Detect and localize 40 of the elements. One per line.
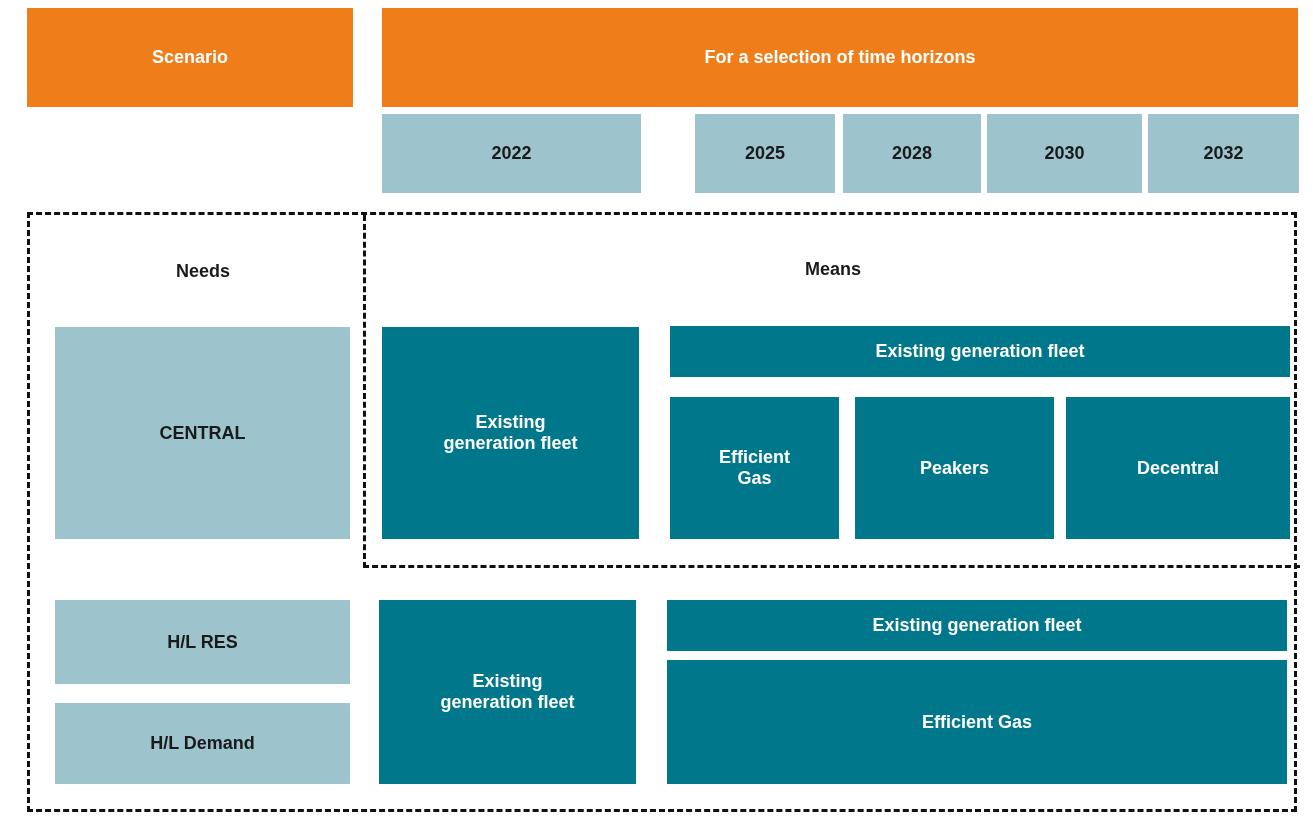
box-label: 2028 bbox=[891, 143, 932, 164]
means-box bbox=[670, 397, 839, 539]
box-label: Existing generation fleet bbox=[872, 615, 1082, 636]
box-label: CENTRAL bbox=[159, 422, 246, 444]
category-box bbox=[1148, 114, 1299, 193]
section-heading: Means bbox=[805, 259, 861, 280]
means-box bbox=[855, 397, 1054, 539]
dashed-frame bbox=[363, 215, 1300, 568]
category-box bbox=[382, 114, 641, 193]
category-box bbox=[843, 114, 981, 193]
category-box bbox=[55, 327, 350, 539]
category-box bbox=[987, 114, 1142, 193]
box-label: 2025 bbox=[744, 143, 785, 164]
category-box bbox=[695, 114, 835, 193]
box-label: Peakers bbox=[919, 457, 990, 479]
means-box bbox=[667, 600, 1287, 651]
box-label: 2030 bbox=[1044, 143, 1085, 164]
box-label: H/L Demand bbox=[150, 733, 255, 754]
box-label: Efficient Gas bbox=[922, 711, 1032, 733]
means-box bbox=[667, 660, 1287, 784]
means-box bbox=[1066, 397, 1290, 539]
dashed-frame bbox=[27, 212, 1297, 812]
means-box bbox=[670, 326, 1290, 377]
means-box bbox=[382, 327, 639, 539]
box-label: Existing generation fleet bbox=[439, 671, 576, 713]
box-label: 2022 bbox=[491, 143, 532, 164]
category-box bbox=[55, 600, 350, 684]
box-label: Scenario bbox=[151, 47, 228, 68]
section-heading: Needs bbox=[176, 260, 230, 282]
box-label: H/L RES bbox=[167, 631, 238, 653]
means-box bbox=[379, 600, 636, 784]
box-label: Decentral bbox=[1136, 457, 1219, 479]
box-label: For a selection of time horizons bbox=[704, 47, 976, 68]
category-box bbox=[55, 703, 350, 784]
box-label: Efficient Gas bbox=[718, 447, 791, 489]
box-label: Existing generation fleet bbox=[442, 412, 579, 454]
header-bar bbox=[27, 8, 353, 107]
header-bar bbox=[382, 8, 1298, 107]
box-label: Existing generation fleet bbox=[875, 341, 1085, 362]
box-label: 2032 bbox=[1203, 143, 1244, 164]
